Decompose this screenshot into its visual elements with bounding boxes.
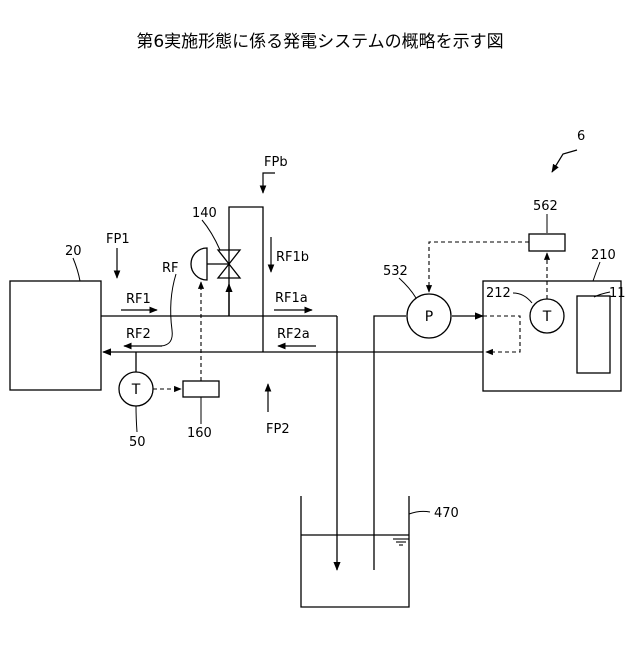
block-20 — [10, 281, 101, 390]
bypass-line — [229, 207, 263, 352]
label-rf2a: RF2a — [277, 327, 310, 342]
label-fp2: FP2 — [266, 422, 290, 437]
label-rf1b: RF1b — [276, 250, 309, 265]
label-tank-470: 470 — [434, 506, 459, 521]
pump-532-symbol: P — [425, 309, 433, 325]
controller-160 — [183, 381, 219, 397]
valve-actuator — [191, 248, 207, 280]
temp-sensor-212-symbol: T — [542, 309, 552, 325]
label-controller-562: 562 — [533, 199, 558, 214]
leader-470 — [409, 511, 430, 514]
signal-562-pump — [429, 242, 529, 292]
label-sensor-50: 50 — [129, 435, 146, 450]
label-fpb: FPb — [264, 155, 288, 170]
internal-loop — [483, 316, 520, 352]
label-rf2: RF2 — [126, 327, 151, 342]
liquid-surface-icon — [393, 539, 409, 545]
label-unit-210: 210 — [591, 248, 616, 263]
arrow-fpb — [263, 173, 275, 193]
controller-562 — [529, 234, 565, 251]
tank-470 — [301, 496, 409, 607]
leader-210 — [593, 262, 600, 281]
leader-140 — [202, 220, 220, 250]
label-sensor-212: 212 — [486, 286, 511, 301]
label-rf1: RF1 — [126, 292, 151, 307]
label-block-20: 20 — [65, 244, 82, 259]
leader-50 — [136, 406, 137, 432]
label-block-11: 11 — [609, 286, 626, 301]
label-pump-532: 532 — [383, 264, 408, 279]
leader-20 — [73, 258, 80, 281]
arrow-system-6 — [552, 150, 577, 172]
label-fp1: FP1 — [106, 232, 130, 247]
label-rf: RF — [162, 261, 179, 276]
label-controller-160: 160 — [187, 426, 212, 441]
block-11 — [577, 296, 610, 373]
leader-rf — [161, 274, 176, 346]
diagram-title: 第6実施形態に係る発電システムの概略を示す図 — [136, 32, 503, 52]
label-rf1a: RF1a — [275, 291, 308, 306]
leader-532 — [399, 278, 416, 298]
label-system-6: 6 — [577, 129, 585, 144]
leader-212 — [513, 293, 532, 303]
temp-sensor-50-symbol: T — [131, 382, 141, 398]
suction-line — [374, 316, 406, 570]
label-valve-140: 140 — [192, 206, 217, 221]
